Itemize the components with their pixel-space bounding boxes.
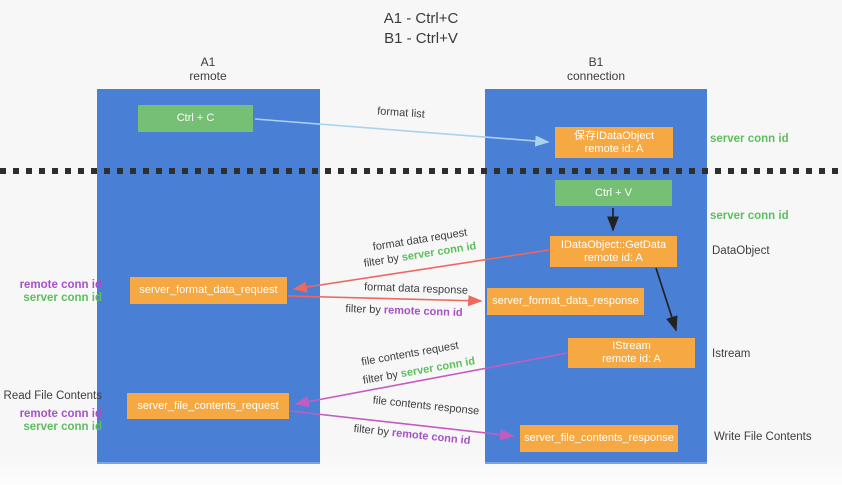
istream-line2: remote id: A	[602, 353, 661, 365]
diagram-title: A1 - Ctrl+C B1 - Ctrl+V	[0, 9, 842, 49]
box-ctrl-v: Ctrl + V	[555, 180, 672, 206]
box-server-format-data-response: server_format_data_response	[487, 288, 644, 315]
ctrl-c-label: Ctrl + C	[176, 112, 215, 124]
annotation-conn-id-pair-2: remote conn id server conn id	[0, 408, 102, 434]
lifeline-b1-role: connection	[566, 69, 626, 83]
server-file-contents-response-label: server_file_contents_response	[524, 432, 674, 444]
annotation-conn-id-pair-1: remote conn id server conn id	[0, 279, 102, 305]
server-conn-id-label: server conn id	[23, 292, 102, 304]
save-idataobject-line2: remote id: A	[584, 142, 644, 155]
lifeline-b1-name: B1	[588, 55, 604, 69]
filter-by-text: filter by	[361, 368, 399, 387]
title-line-1: A1 - Ctrl+C	[383, 10, 459, 27]
box-save-idataobject: 保存IDataObject remote id: A	[555, 127, 673, 158]
remote-conn-id-text: remote conn id	[383, 304, 463, 320]
annotation-istream: Istream	[712, 348, 751, 360]
box-server-file-contents-request: server_file_contents_request	[127, 393, 289, 419]
lifeline-header-b1: B1 connection	[536, 55, 656, 83]
lifeline-header-a1: A1 remote	[148, 55, 268, 83]
annotation-read-file-contents: Read File Contents	[3, 390, 102, 402]
getdata-line1: IDataObject::GetData	[560, 238, 667, 251]
annotation-server-conn-id-top: server conn id	[710, 133, 789, 145]
lifeline-a1-name: A1	[200, 55, 216, 69]
box-server-format-data-request: server_format_data_request	[130, 277, 287, 304]
box-server-file-contents-response: server_file_contents_response	[520, 425, 678, 452]
label-format-list: format list	[376, 105, 426, 121]
server-format-data-response-label: server_format_data_response	[492, 295, 639, 307]
server-format-data-request-label: server_format_data_request	[139, 284, 278, 296]
filter-by-text: filter by	[345, 302, 382, 317]
getdata-line2: remote id: A	[584, 251, 643, 264]
istream-line1: IStream	[612, 340, 651, 352]
label-format-data-response: format data response	[363, 281, 469, 297]
title-line-2: B1 - Ctrl+V	[384, 30, 458, 47]
box-idataobject-getdata: IDataObject::GetData remote id: A	[550, 236, 677, 267]
dotted-divider	[0, 168, 842, 174]
lifeline-a1-role: remote	[189, 69, 227, 83]
server-conn-id-label: server conn id	[23, 421, 102, 433]
ctrl-v-label: Ctrl + V	[595, 186, 632, 199]
box-istream: IStream remote id: A	[568, 338, 695, 368]
save-idataobject-line1: 保存IDataObject	[573, 129, 655, 142]
annotation-dataobject: DataObject	[712, 245, 770, 257]
remote-conn-id-text: remote conn id	[391, 426, 471, 448]
server-file-contents-request-label: server_file_contents_request	[137, 399, 279, 412]
filter-by-text: filter by	[353, 422, 390, 439]
annotation-server-conn-id-mid: server conn id	[710, 210, 789, 222]
label-file-contents-response: file contents response	[372, 394, 480, 418]
annotation-write-file-contents: Write File Contents	[714, 431, 812, 443]
remote-conn-id-label: remote conn id	[19, 408, 102, 420]
box-ctrl-c: Ctrl + C	[138, 105, 253, 132]
filter-by-text: filter by	[362, 252, 400, 270]
remote-conn-id-label: remote conn id	[19, 279, 102, 291]
